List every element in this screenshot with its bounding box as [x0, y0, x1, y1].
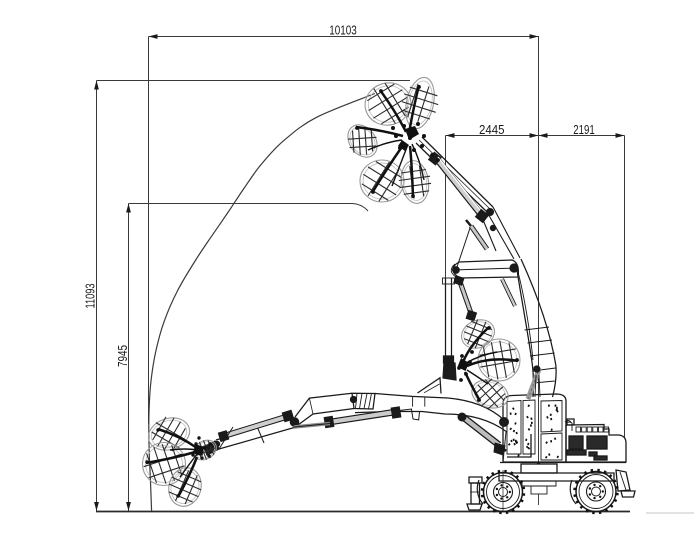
svg-text:2191: 2191 [573, 122, 595, 137]
svg-text:10103: 10103 [329, 23, 357, 38]
svg-text:2445: 2445 [479, 122, 505, 137]
svg-text:11093: 11093 [83, 284, 98, 309]
svg-text:7945: 7945 [115, 345, 130, 367]
